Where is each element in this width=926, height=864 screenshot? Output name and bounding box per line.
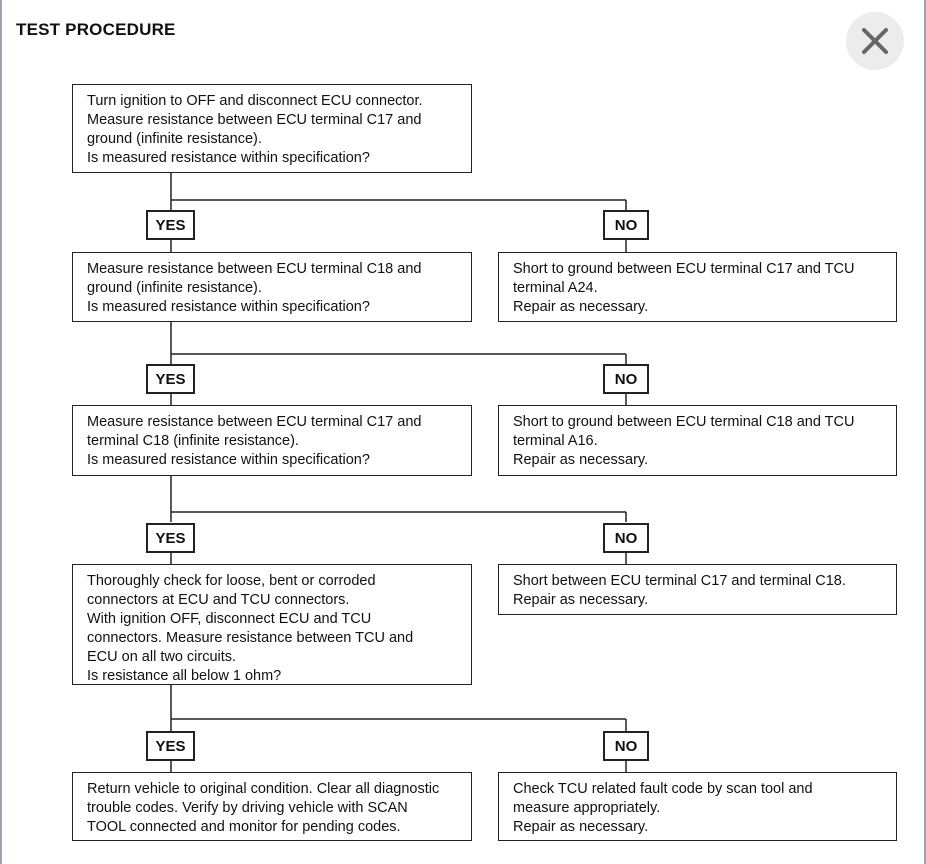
step-4-yes-label: YES — [146, 731, 195, 761]
step-2-no-result-box: Short to ground between ECU terminal C18… — [498, 405, 897, 476]
step-4-no-label: NO — [603, 731, 649, 761]
step-1-no-result-box: Short to ground between ECU terminal C17… — [498, 252, 897, 322]
step-4-no-result-box: Check TCU related fault code by scan too… — [498, 772, 897, 841]
step-2-question-box: Measure resistance between ECU terminal … — [72, 252, 472, 322]
step-1-no-label: NO — [603, 210, 649, 240]
final-yes-result-box: Return vehicle to original condition. Cl… — [72, 772, 472, 841]
window-frame-left — [0, 0, 2, 864]
step-3-yes-label: YES — [146, 523, 195, 553]
close-icon — [862, 28, 888, 54]
page-title: TEST PROCEDURE — [16, 20, 176, 39]
step-3-no-label: NO — [603, 523, 649, 553]
step-4-question-box: Thoroughly check for loose, bent or corr… — [72, 564, 472, 685]
close-button[interactable] — [846, 12, 904, 70]
step-1-question-box: Turn ignition to OFF and disconnect ECU … — [72, 84, 472, 173]
step-3-question-box: Measure resistance between ECU terminal … — [72, 405, 472, 476]
step-2-yes-label: YES — [146, 364, 195, 394]
step-3-no-result-box: Short between ECU terminal C17 and termi… — [498, 564, 897, 615]
step-2-no-label: NO — [603, 364, 649, 394]
step-1-yes-label: YES — [146, 210, 195, 240]
window-frame-right — [924, 0, 926, 864]
